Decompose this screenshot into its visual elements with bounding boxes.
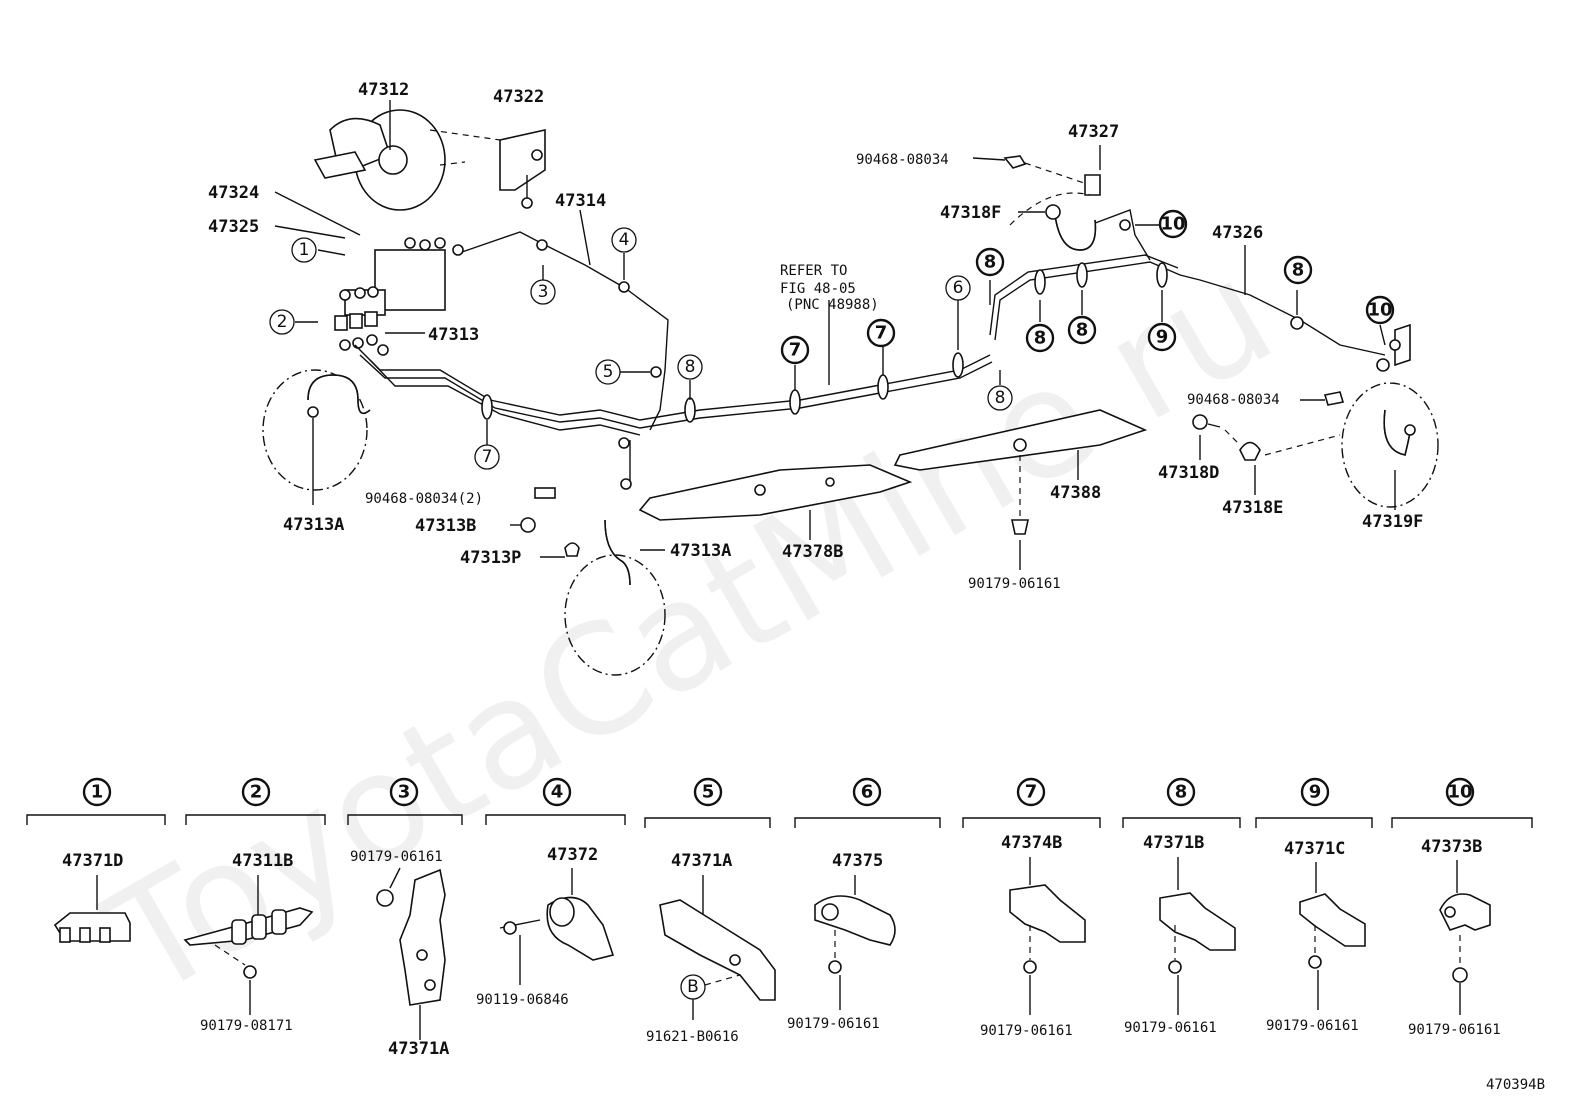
label-47388: 47388: [1050, 483, 1101, 503]
callout-8-a: 8: [685, 357, 696, 377]
group-9-number: 9: [1309, 782, 1322, 803]
bottom-group-5: 5 47371A B 91621-B0616: [644, 777, 776, 1045]
leader-lines: [274, 100, 1396, 570]
refer-note-line1: REFER TO: [780, 263, 847, 279]
label-90468-08034-right: 90468-08034: [1187, 392, 1280, 408]
label-90468-08034-2: 90468-08034(2): [365, 491, 483, 507]
callout-7-b: 7: [875, 323, 888, 344]
callout-5: 5: [603, 362, 614, 382]
bottom-group-8: 8 47371B 90179-06161: [1122, 777, 1241, 1036]
label-47318D: 47318D: [1158, 463, 1219, 483]
group-7-part: 47374B: [1001, 833, 1062, 853]
small-fasteners: [510, 487, 580, 558]
group-6-part: 47375: [832, 851, 883, 871]
group-4-sub: 90119-06846: [476, 992, 569, 1008]
callout-7-a: 7: [789, 340, 802, 361]
label-47324: 47324: [208, 183, 259, 203]
label-47314: 47314: [555, 191, 606, 211]
label-47313A-mid: 47313A: [670, 541, 731, 561]
callout-3: 3: [538, 282, 549, 302]
bottom-group-9: 9 47371C 90179-06161: [1255, 777, 1373, 1034]
label-47322: 47322: [493, 87, 544, 107]
group-4-part: 47372: [547, 845, 598, 865]
label-47312: 47312: [358, 80, 409, 100]
label-47325: 47325: [208, 217, 259, 237]
group-2-part: 47311B: [232, 851, 293, 871]
group-8-number: 8: [1175, 782, 1188, 803]
group-7-sub: 90179-06161: [980, 1023, 1073, 1039]
bottom-group-3: 3 90179-06161 47371A: [347, 777, 463, 1059]
group-5-sub: 91621-B0616: [646, 1029, 739, 1045]
group-10-sub: 90179-06161: [1408, 1022, 1501, 1038]
figure-id: 470394B: [1486, 1077, 1545, 1093]
callout-8-e: 8: [1076, 320, 1089, 341]
callout-6: 6: [953, 278, 964, 298]
group-10-number: 10: [1447, 782, 1472, 803]
bottom-group-4: 4 47372 90119-06846: [476, 777, 626, 1008]
group-9-part: 47371C: [1284, 839, 1345, 859]
label-47326: 47326: [1212, 223, 1263, 243]
bottom-group-7: 7 47374B 90179-06161: [962, 777, 1101, 1039]
callout-10-b: 10: [1367, 300, 1392, 321]
group-3-sub: 90179-06161: [350, 849, 443, 865]
callout-8-f: 8: [1292, 260, 1305, 281]
group-5-part: 47371A: [671, 851, 732, 871]
group-9-sub: 90179-06161: [1266, 1018, 1359, 1034]
group-6-number: 6: [861, 782, 874, 803]
protector-47388: [893, 409, 1148, 535]
group-1-number: 1: [91, 782, 104, 803]
group-3-number: 3: [398, 782, 411, 803]
bracket-47322: [429, 129, 546, 209]
master-cylinder-assembly: [313, 109, 464, 356]
group-3-part: 47371A: [388, 1039, 449, 1059]
label-47378B: 47378B: [782, 542, 843, 562]
callout-10-a: 10: [1160, 214, 1185, 235]
middle-hose-47313A: [564, 437, 666, 676]
group-4-number: 4: [551, 782, 564, 803]
label-47313: 47313: [428, 325, 479, 345]
group-8-sub: 90179-06161: [1124, 1020, 1217, 1036]
callout-B: B: [687, 977, 699, 997]
callout-4: 4: [619, 230, 630, 250]
bottom-group-10: 10 47373B 90179-06161: [1391, 777, 1533, 1038]
callout-2: 2: [277, 312, 288, 332]
callouts-top: 1 2 3 4 5 7 8 7 7 6 8 8 8 8 9 10 8 10: [269, 209, 1395, 470]
label-47327: 47327: [1068, 122, 1119, 142]
protector-47378B: [638, 464, 913, 521]
rear-right-assembly: [1003, 155, 1439, 508]
label-47319F: 47319F: [1362, 512, 1423, 532]
label-47313B: 47313B: [415, 516, 476, 536]
group-8-part: 47371B: [1143, 833, 1204, 853]
label-90179-06161-mid: 90179-06161: [968, 576, 1061, 592]
refer-note-line2: FIG 48-05: [780, 281, 856, 297]
group-6-sub: 90179-06161: [787, 1016, 880, 1032]
label-90468-08034-top: 90468-08034: [856, 152, 949, 168]
main-brake-tubes: [354, 209, 1386, 436]
label-47313A-left: 47313A: [283, 515, 344, 535]
group-2-sub: 90179-08171: [200, 1018, 293, 1034]
callout-1: 1: [299, 240, 310, 260]
bottom-group-1: 1 47371D: [26, 777, 166, 943]
callout-7-dashed: 7: [482, 447, 493, 467]
label-47318E: 47318E: [1222, 498, 1283, 518]
group-5-number: 5: [702, 782, 715, 803]
label-47313P: 47313P: [460, 548, 521, 568]
clip-bands: [481, 219, 1390, 423]
group-10-part: 47373B: [1421, 837, 1482, 857]
callout-8-c: 8: [995, 388, 1006, 408]
front-left-hose-47313A: [262, 369, 371, 505]
group-7-number: 7: [1025, 782, 1038, 803]
group-1-part: 47371D: [62, 851, 123, 871]
part-labels: 47312 47322 47324 47325 47314 47313 4731…: [208, 80, 1423, 592]
refer-note-line3: (PNC 48988): [786, 297, 879, 313]
bottom-group-2: 2 47311B 90179-08171: [183, 777, 326, 1034]
label-47318F: 47318F: [940, 203, 1001, 223]
callout-9: 9: [1156, 327, 1169, 348]
bottom-group-6: 6 47375 90179-06161: [787, 777, 941, 1032]
callout-8-b: 8: [984, 252, 997, 273]
callout-8-d: 8: [1034, 328, 1047, 349]
group-2-number: 2: [250, 782, 263, 803]
